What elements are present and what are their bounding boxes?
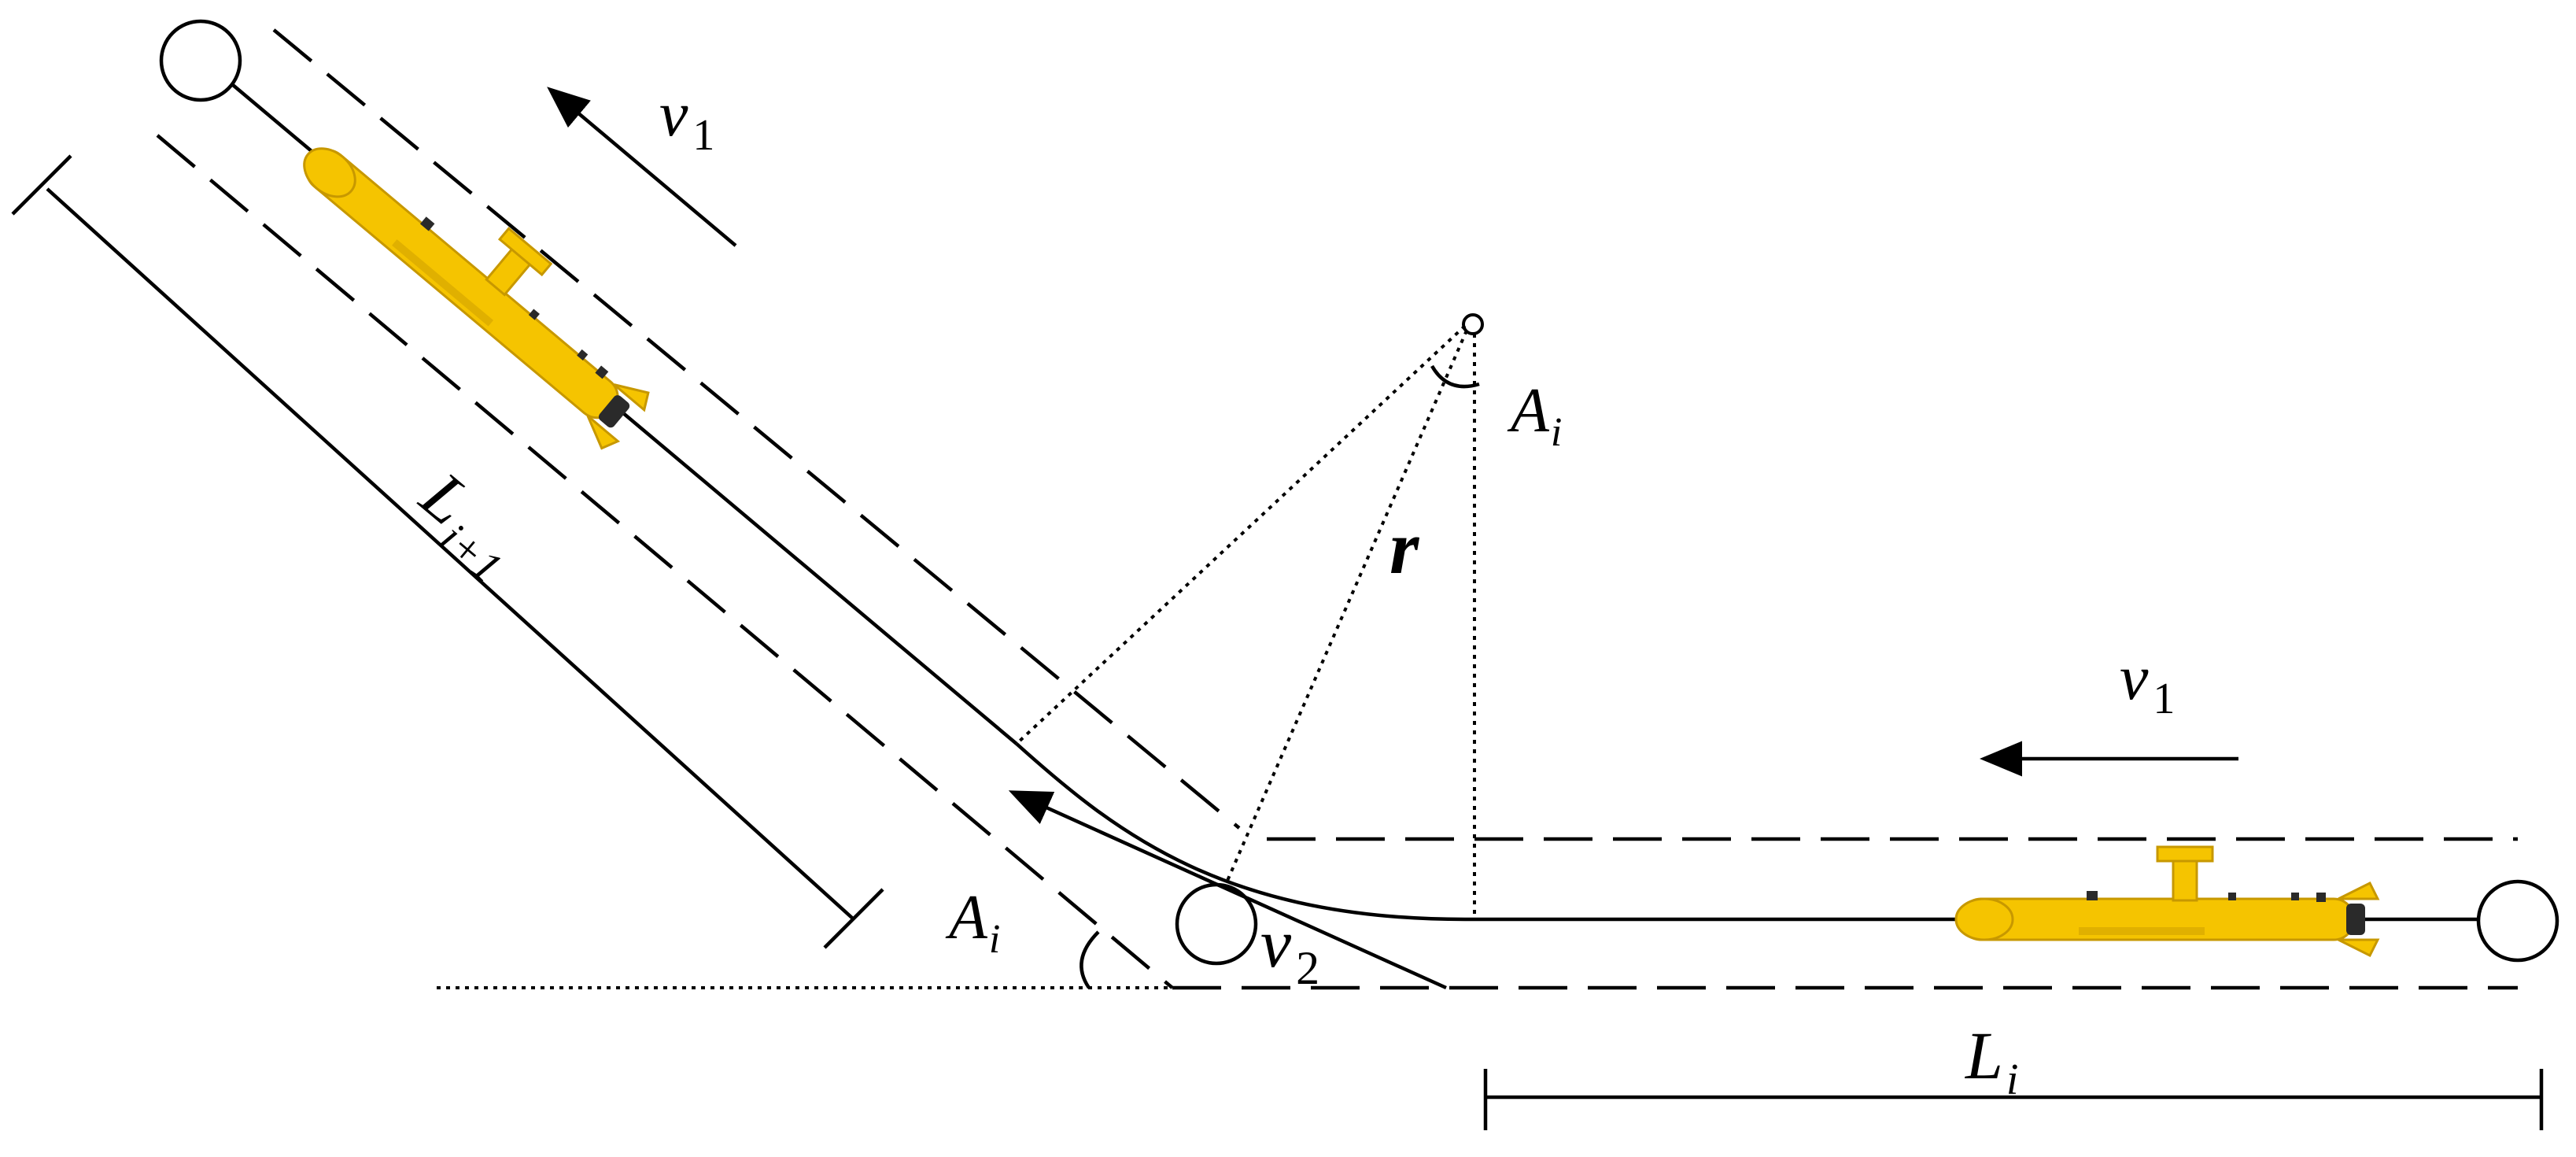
label-Ai-top: Ai [1507, 376, 1562, 455]
length-tick-upper-end [823, 888, 884, 949]
label-Li: Li [1964, 1018, 2018, 1104]
svg-text:Li+1: Li+1 [398, 457, 537, 593]
radius-dotted-2 [1223, 330, 1468, 889]
length-tick-upper-start [11, 154, 72, 216]
auv-vehicle-lower-icon [1954, 845, 2379, 957]
waypoint-circle-right [2476, 879, 2559, 963]
upper-corridor-dash-inner [156, 134, 1174, 989]
label-Li-plus-1: Li+1 [398, 457, 537, 593]
upper-corridor-dash-outer [272, 28, 1241, 830]
v2-tangent-arrow [1008, 790, 1447, 990]
v1-top-arrow [547, 87, 737, 247]
length-line-upper [46, 187, 855, 921]
angle-arc-top [1430, 364, 1480, 389]
label-Ai-bottom: Ai [945, 883, 1000, 962]
angle-arc-bottom [1079, 930, 1100, 989]
auv-vehicle-upper-icon [283, 98, 679, 455]
turning-arc [1015, 742, 1472, 922]
waypoint-circle-top-left [159, 19, 242, 102]
radius-dotted-1 [1015, 324, 1467, 745]
label-radius-r: r [1389, 505, 1420, 590]
